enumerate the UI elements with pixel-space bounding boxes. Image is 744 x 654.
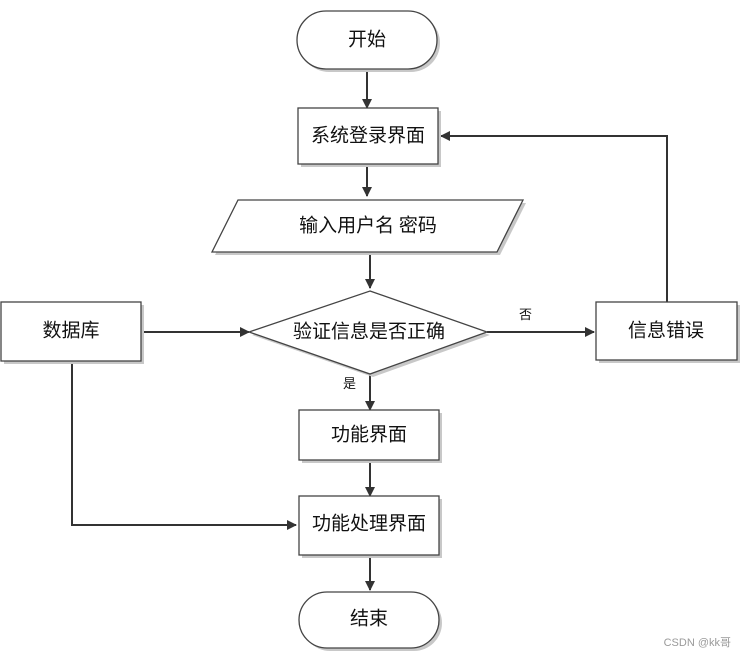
edge-database-process bbox=[71, 361, 297, 530]
process-label: 功能处理界面 bbox=[312, 513, 426, 535]
edge-label-yes: 是 bbox=[343, 376, 356, 391]
database-node: 数据库 bbox=[0, 301, 144, 364]
input-node: 输入用户名 密码 bbox=[210, 199, 526, 255]
input-label: 输入用户名 密码 bbox=[299, 215, 437, 237]
edge-error-login bbox=[440, 131, 668, 302]
end-label: 结束 bbox=[350, 608, 388, 630]
watermark: CSDN @kk哥 bbox=[664, 636, 731, 649]
start-node: 开始 bbox=[296, 10, 440, 72]
error-node: 信息错误 bbox=[595, 301, 740, 363]
error-label: 信息错误 bbox=[628, 320, 704, 342]
verify-node: 验证信息是否正确 bbox=[246, 290, 490, 377]
end-node: 结束 bbox=[298, 591, 442, 651]
connectors bbox=[71, 68, 668, 591]
verify-label: 验证信息是否正确 bbox=[293, 321, 445, 343]
login-label: 系统登录界面 bbox=[311, 125, 425, 147]
process-node: 功能处理界面 bbox=[298, 495, 442, 558]
login-node: 系统登录界面 bbox=[297, 107, 441, 167]
database-label: 数据库 bbox=[42, 320, 99, 342]
function-label: 功能界面 bbox=[331, 424, 407, 446]
start-label: 开始 bbox=[348, 29, 386, 51]
edge-label-no: 否 bbox=[519, 307, 532, 322]
function-node: 功能界面 bbox=[298, 409, 442, 463]
